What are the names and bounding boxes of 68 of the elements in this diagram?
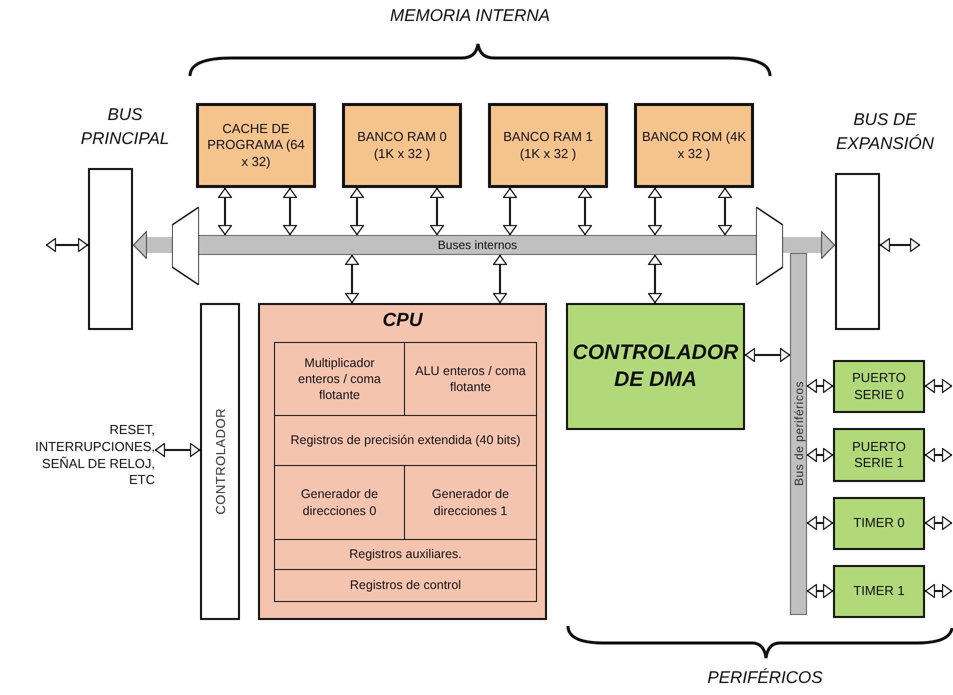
double-arrow	[880, 238, 920, 252]
block-label: BANCO RAM 1 (1K x 32 )	[502, 129, 594, 162]
memory-block	[342, 103, 462, 188]
cpu-block	[258, 303, 547, 620]
unit-label: Registros de control	[350, 577, 462, 594]
arrow	[132, 230, 172, 260]
section-heading: PERIFÉRICOS	[706, 668, 824, 688]
double-arrow	[806, 378, 834, 394]
arrow	[783, 230, 836, 260]
double-arrow	[344, 254, 360, 304]
dma-block	[566, 303, 745, 430]
block-label: TIMER 0	[853, 515, 905, 532]
double-arrow	[806, 516, 834, 530]
block-label: TIMER 1	[853, 583, 905, 600]
double-arrow	[578, 188, 592, 236]
cpu-unit-cell	[274, 539, 537, 570]
bus-bar	[198, 235, 757, 255]
double-arrow	[282, 188, 298, 236]
double-arrow	[648, 188, 662, 236]
unit-label: Registros de precisión extendida (40 bits)	[290, 432, 520, 449]
double-arrow	[218, 188, 232, 236]
bus-bar	[790, 253, 807, 615]
unit-label: Multiplicador enteros / coma flotante	[297, 354, 382, 404]
double-arrow	[744, 348, 790, 362]
section-heading: MEMORIA INTERNA	[389, 6, 551, 26]
double-arrow	[492, 254, 508, 304]
unit-label: Generador de direcciones 0	[300, 486, 380, 519]
peripheral-block	[833, 360, 925, 413]
block-label: BANCO RAM 0 (1K x 32 )	[356, 129, 448, 162]
double-arrow	[806, 584, 834, 598]
bus-label: Buses internos	[438, 239, 518, 251]
signal-label: RESET, INTERRUPCIONES, SEÑAL DE RELOJ, ETC	[35, 418, 155, 493]
double-arrow	[350, 188, 364, 236]
block-label: PUERTO SERIE 0	[851, 370, 907, 403]
unit-label: ALU enteros / coma flotante	[414, 362, 527, 396]
peripheral-block	[833, 497, 925, 550]
peripheral-block	[833, 565, 925, 618]
bus-label: Bus de periféricos	[792, 381, 806, 487]
cpu-title: CPU	[381, 310, 424, 332]
cpu-unit-cell	[274, 342, 405, 416]
cpu-unit-cell	[274, 415, 537, 466]
block-label: PUERTO SERIE 1	[851, 438, 907, 472]
double-arrow	[806, 448, 834, 462]
double-arrow	[718, 188, 732, 236]
double-arrow	[924, 516, 952, 530]
bus-heading: BUS DE EXPANSIÓN	[835, 109, 935, 155]
block-label: CACHE DE PROGRAMA (64 x 32)	[206, 121, 306, 170]
controller-label: CONTROLADOR	[212, 408, 228, 515]
peripheral-block	[833, 428, 925, 482]
memory-block	[488, 103, 608, 188]
double-arrow	[924, 584, 952, 598]
memory-block	[634, 103, 754, 188]
cpu-unit-cell	[404, 342, 537, 416]
block-label: CONTROLADOR DE DMA	[572, 340, 739, 392]
block-label: BANCO ROM (4K x 32 )	[641, 129, 747, 162]
double-arrow	[430, 188, 444, 236]
double-arrow	[154, 442, 200, 458]
controller-block	[200, 303, 240, 620]
cpu-unit-cell	[274, 569, 537, 602]
bus-heading: BUS PRINCIPAL	[80, 104, 170, 150]
double-arrow	[648, 254, 662, 304]
double-arrow	[46, 238, 88, 252]
double-arrow	[924, 378, 952, 394]
double-arrow	[502, 188, 518, 236]
memory-block	[196, 103, 316, 188]
unit-label: Registros auxiliares.	[349, 546, 462, 563]
unit-label: Generador de direcciones 1	[430, 486, 510, 519]
double-arrow	[924, 448, 952, 462]
